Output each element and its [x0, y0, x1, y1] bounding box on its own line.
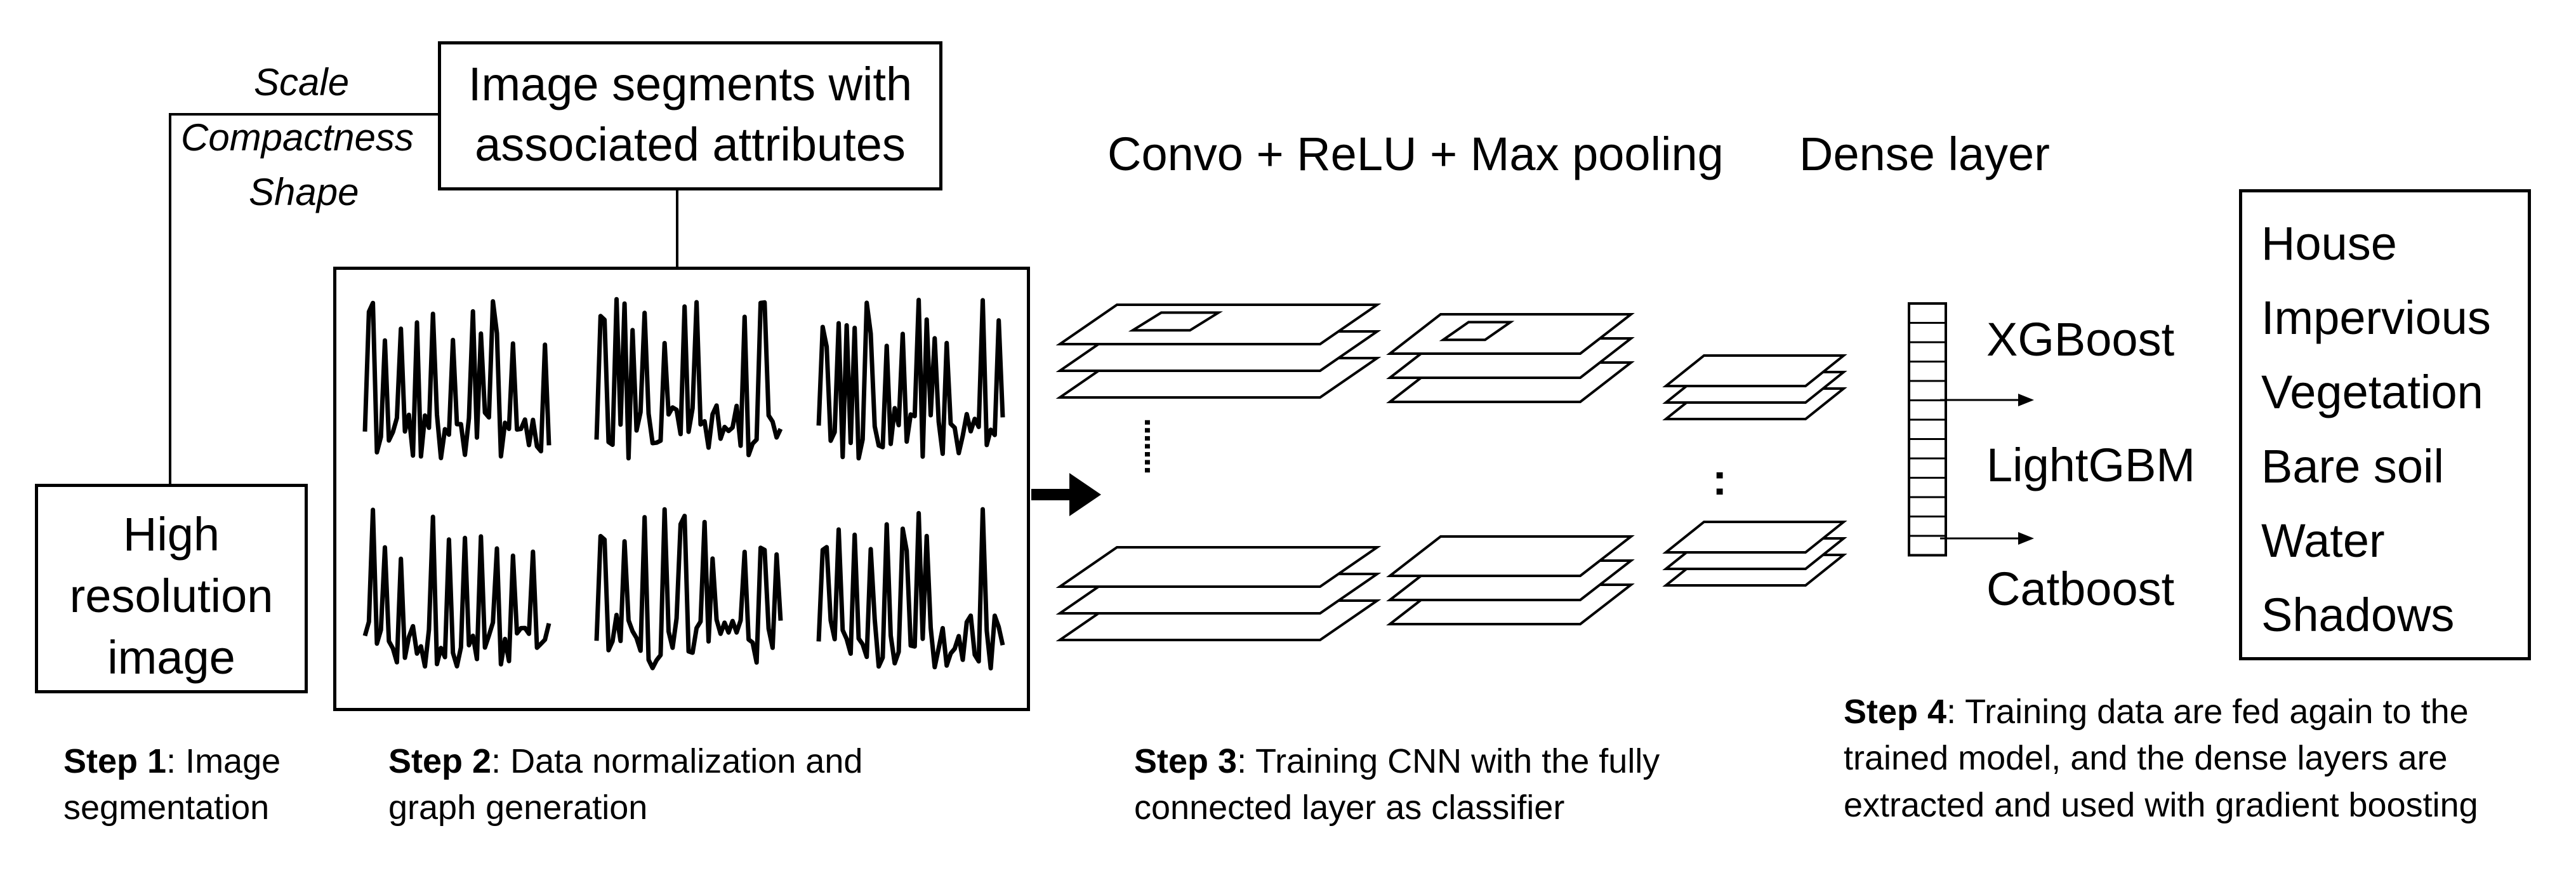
dense-to-boost-arrow-2	[1940, 532, 2034, 545]
boost-catboost: Catboost	[1986, 563, 2175, 615]
param-compactness: Compactness	[181, 116, 414, 159]
boost-lightgbm: LightGBM	[1986, 439, 2196, 491]
step1-caption-text-1: : Image	[166, 742, 281, 780]
step2-caption: Step 2: Data normalization and graph gen…	[388, 738, 862, 832]
signal-graphs-grid	[362, 297, 1005, 670]
stack-small-top-sheet-1	[1662, 354, 1847, 387]
class-water: Water	[2261, 514, 2385, 567]
step4-caption-text-1: : Training data are fed again to the	[1946, 693, 2469, 731]
land-cover-classes-box: House Impervious Vegetation Bare soil Wa…	[2239, 189, 2531, 660]
step1-caption: Step 1: Image segmentation	[63, 738, 281, 832]
dense-layer-outline	[1908, 302, 1947, 557]
stack-large-top-kernel	[1128, 311, 1224, 332]
step4-caption-text-2: trained model, and the dense layers are	[1844, 739, 2448, 778]
dense-to-boost-arrow-1	[1940, 394, 2034, 406]
layer-ellipsis-small: :	[1712, 455, 1727, 504]
class-house: House	[2261, 217, 2397, 270]
dense-layer-column	[1908, 302, 1947, 557]
step4-caption: Step 4: Training data are fed again to t…	[1844, 689, 2478, 829]
stack-mid-bottom-sheet-1	[1386, 535, 1635, 577]
signal-graph-4	[362, 507, 552, 669]
segments-box-line-1: Image segments with	[468, 58, 913, 110]
step2-caption-text-1: : Data normalization and	[491, 742, 863, 780]
step1-caption-bold: Step 1	[63, 742, 167, 780]
class-shadows: Shadows	[2261, 589, 2455, 641]
class-impervious: Impervious	[2261, 291, 2491, 344]
class-bare-soil: Bare soil	[2261, 440, 2444, 493]
step1-box-line-2: resolution	[69, 570, 274, 622]
step1-box-line-3: image	[107, 631, 235, 684]
signal-graph-2	[594, 297, 783, 461]
param-shape: Shape	[249, 171, 359, 213]
stack-mid-top-sheet-1	[1386, 313, 1635, 355]
step3-caption-text-1: : Training CNN with the fully	[1237, 742, 1660, 780]
dense-layer-label: Dense layer	[1799, 128, 2050, 180]
step3-caption-bold: Step 3	[1134, 742, 1238, 780]
step1-box-line-1: High	[122, 508, 220, 561]
signal-graph-3	[816, 297, 1005, 461]
param-scale: Scale	[254, 61, 350, 103]
stack-large-bottom-sheet-1	[1055, 546, 1382, 588]
step4-caption-text-3: extracted and used with gradient boostin…	[1844, 785, 2478, 824]
signal-graph-1	[362, 299, 552, 460]
step1-caption-text-2: segmentation	[63, 789, 270, 827]
step2-caption-bold: Step 2	[388, 742, 492, 780]
step3-caption-text-2: connected layer as classifier	[1134, 789, 1565, 827]
layer-ellipsis-vertical: .......	[1135, 416, 1187, 472]
stack-large-top-sheet-1	[1055, 303, 1382, 345]
step3-caption: Step 3: Training CNN with the fully conn…	[1134, 738, 1660, 832]
boost-xgboost: XGBoost	[1986, 313, 2175, 366]
normalized-graphs-box	[333, 267, 1030, 711]
stack-mid-top-kernel	[1439, 321, 1515, 342]
segments-box-line-2: associated attributes	[475, 118, 906, 171]
high-resolution-image-box: High resolution image	[35, 484, 308, 693]
stack-small-bottom-sheet-1	[1662, 521, 1847, 554]
arrow-right-icon	[1031, 473, 1101, 516]
signal-graph-6	[816, 507, 1005, 670]
image-segments-box: Image segments with associated attribute…	[438, 41, 942, 190]
class-vegetation: Vegetation	[2261, 366, 2483, 418]
step2-caption-text-2: graph generation	[388, 789, 648, 827]
connector-step1-params	[169, 113, 438, 484]
signal-graph-5	[594, 507, 783, 670]
cnn-layer-stacks	[1055, 303, 1847, 641]
cnn-layers-label: Convo + ReLU + Max pooling	[1107, 128, 1724, 180]
step4-caption-bold: Step 4	[1844, 693, 1947, 731]
